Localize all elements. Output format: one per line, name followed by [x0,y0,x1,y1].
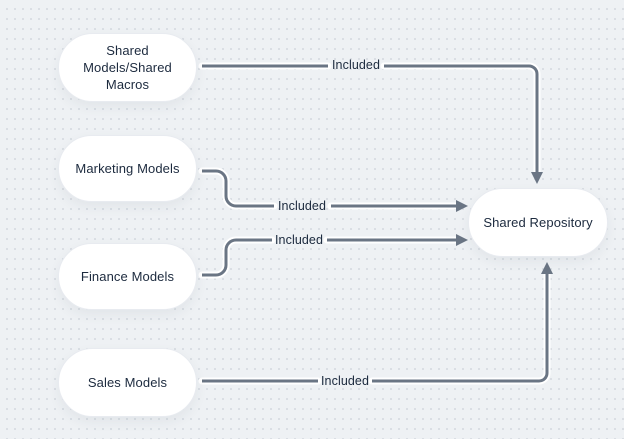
node-sales-models: Sales Models [58,348,197,417]
edge-label-included-marketing: Included [277,199,327,213]
edge-label-included-shared-models: Included [331,58,381,72]
node-finance-models: Finance Models [58,243,197,310]
edge-finance-to-repository [202,234,468,277]
edge-marketing-to-repository [202,169,468,212]
arrowhead-right-icon [456,234,468,246]
arrowhead-down-icon [531,172,543,184]
edge-label-included-finance: Included [274,233,324,247]
node-marketing-models: Marketing Models [58,135,197,202]
edge-shared-models-to-repository [202,64,543,184]
arrowhead-up-icon [541,262,553,274]
arrowhead-right-icon [456,200,468,212]
node-shared-repository: Shared Repository [468,188,608,257]
edge-sales-to-repository [202,262,553,383]
node-shared-models-shared-macros: Shared Models/Shared Macros [58,33,197,102]
edge-label-included-sales: Included [320,374,370,388]
